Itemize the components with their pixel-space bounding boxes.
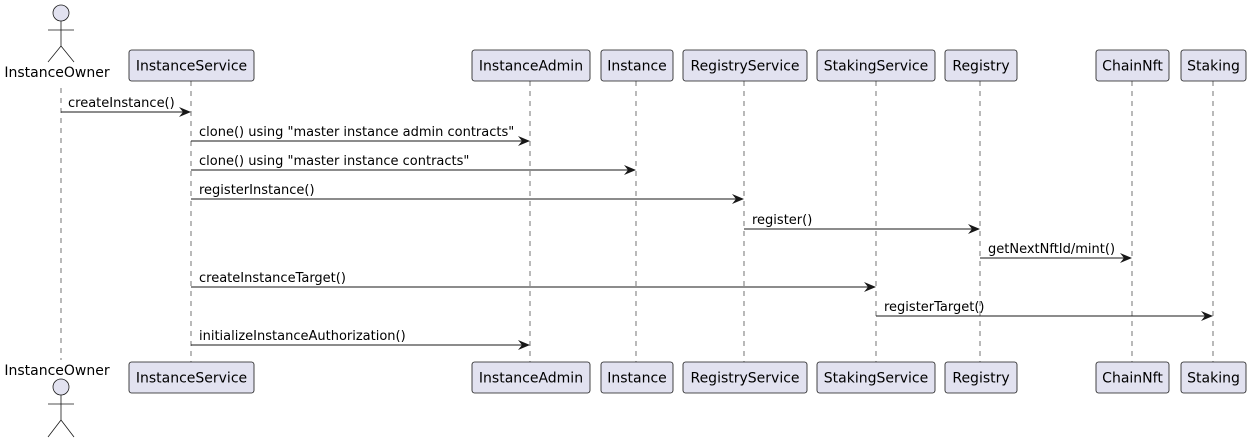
participant-heads-bottom: InstanceOwner InstanceService InstanceAd… [4, 361, 1247, 438]
svg-text:initializeInstanceAuthorizatio: initializeInstanceAuthorization() [199, 329, 406, 344]
svg-text:registerTarget(): registerTarget() [884, 300, 985, 315]
participant-staking-top: Staking [1180, 49, 1247, 82]
svg-text:createInstance(): createInstance() [68, 96, 175, 111]
svg-text:InstanceAdmin: InstanceAdmin [479, 371, 583, 387]
participant-instance-service-top: InstanceService [128, 49, 255, 82]
participant-instance-admin-bottom: InstanceAdmin [471, 361, 591, 394]
svg-text:clone() using "master instance: clone() using "master instance contracts… [199, 154, 469, 169]
svg-text:Registry: Registry [952, 59, 1009, 75]
participant-staking-service-bottom: StakingService [816, 361, 936, 394]
participant-staking-service-top: StakingService [816, 49, 936, 82]
svg-text:InstanceService: InstanceService [136, 371, 247, 387]
participant-chain-nft-top: ChainNft [1095, 49, 1170, 82]
svg-text:createInstanceTarget(): createInstanceTarget() [199, 271, 346, 286]
svg-text:Staking: Staking [1187, 371, 1240, 387]
participant-registry-bottom: Registry [944, 361, 1018, 394]
svg-text:RegistryService: RegistryService [690, 59, 799, 75]
participant-heads-top: InstanceOwner InstanceService InstanceAd… [4, 4, 1247, 82]
participant-instance-bottom: Instance [600, 361, 674, 394]
participant-instance-top: Instance [600, 49, 674, 82]
message-create-instance-target: createInstanceTarget() [191, 271, 876, 292]
participant-registry-service-top: RegistryService [682, 49, 808, 82]
message-clone-instance: clone() using "master instance contracts… [191, 154, 636, 175]
svg-text:Instance: Instance [607, 371, 667, 387]
participant-label-instance-owner-top: InstanceOwner [4, 65, 110, 81]
actor-head-icon [52, 378, 70, 396]
svg-text:RegistryService: RegistryService [690, 371, 799, 387]
svg-text:ChainNft: ChainNft [1102, 59, 1163, 75]
actor-head-icon [52, 4, 70, 22]
svg-text:InstanceAdmin: InstanceAdmin [479, 59, 583, 75]
participant-instance-admin-top: InstanceAdmin [471, 49, 591, 82]
messages: createInstance() clone() using "master i… [61, 96, 1213, 350]
svg-text:getNextNftId/mint(): getNextNftId/mint() [988, 242, 1115, 257]
message-create-instance: createInstance() [61, 96, 191, 117]
message-initialize-authorization: initializeInstanceAuthorization() [191, 329, 530, 350]
participant-registry-service-bottom: RegistryService [682, 361, 808, 394]
message-clone-admin: clone() using "master instance admin con… [191, 125, 530, 146]
message-register: register() [744, 213, 980, 234]
message-register-instance: registerInstance() [191, 183, 744, 204]
svg-text:register(): register() [752, 213, 812, 228]
svg-text:registerInstance(): registerInstance() [199, 183, 315, 198]
svg-text:clone() using "master instance: clone() using "master instance admin con… [199, 125, 514, 140]
actor-instance-owner-bottom: InstanceOwner [4, 363, 110, 438]
participant-chain-nft-bottom: ChainNft [1095, 361, 1170, 394]
participant-staking-bottom: Staking [1180, 361, 1247, 394]
message-get-next-nft-id: getNextNftId/mint() [980, 242, 1132, 263]
svg-text:StakingService: StakingService [824, 371, 928, 387]
svg-text:StakingService: StakingService [824, 59, 928, 75]
svg-text:Instance: Instance [607, 59, 667, 75]
svg-text:ChainNft: ChainNft [1102, 371, 1163, 387]
participant-registry-top: Registry [944, 49, 1018, 82]
svg-text:InstanceService: InstanceService [136, 59, 247, 75]
lifelines [60, 81, 1214, 362]
actor-instance-owner-top: InstanceOwner [4, 4, 110, 81]
svg-text:Staking: Staking [1187, 59, 1240, 75]
participant-label-instance-owner-bottom: InstanceOwner [4, 363, 110, 379]
svg-text:Registry: Registry [952, 371, 1009, 387]
participant-instance-service-bottom: InstanceService [128, 361, 255, 394]
message-register-target: registerTarget() [876, 300, 1213, 321]
